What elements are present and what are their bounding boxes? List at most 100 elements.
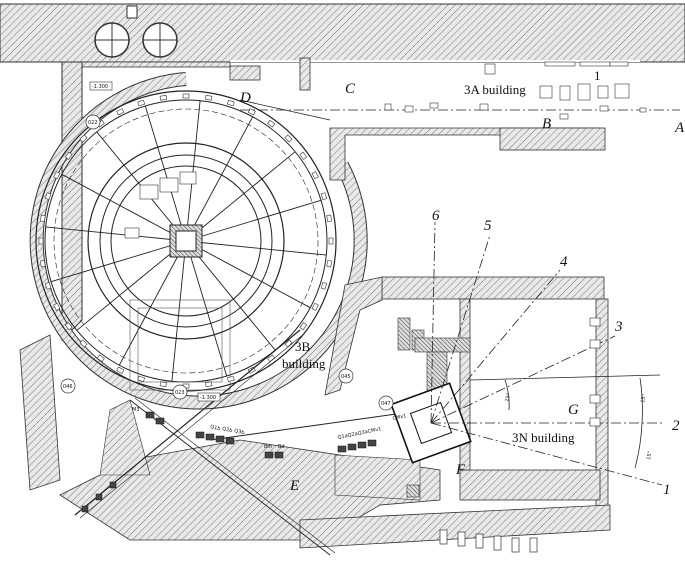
- radial-spoke: [185, 240, 228, 377]
- angle-label-upper: 15°: [640, 393, 648, 403]
- magnet-label-q2a: Q2a: [347, 431, 358, 439]
- accelerator-rings: [35, 90, 337, 392]
- ring-magnet: [226, 375, 235, 383]
- labels: A B C D E F G 3A building 3B building 3N…: [60, 68, 685, 498]
- ring-magnet: [79, 339, 88, 348]
- ring-magnet: [44, 281, 52, 290]
- magnet-label-q1b: Q1b: [210, 424, 221, 432]
- radial-spoke: [185, 151, 296, 242]
- radial-spoke: [185, 100, 201, 242]
- radial-spoke: [45, 226, 187, 242]
- magnet-label-q1a: Q1a: [337, 433, 348, 441]
- magnet-label-cmv1: CMv1: [367, 426, 382, 435]
- zone-label-b: B: [542, 116, 551, 132]
- magnet-label-q3a: Q3a: [357, 429, 368, 437]
- ring-magnet: [64, 151, 73, 160]
- ring-magnet: [311, 302, 319, 311]
- magnet-label-bm: Bm: [264, 444, 272, 450]
- ring-magnet: [205, 95, 213, 101]
- radial-spoke: [185, 240, 327, 256]
- magnet-label-m3: M3: [132, 407, 140, 413]
- building-label-3n: 3N building: [512, 430, 575, 445]
- radial-spoke: [61, 173, 187, 242]
- ring-magnet: [96, 354, 105, 363]
- beamline-number-4: 4: [560, 254, 568, 270]
- room-022: 022: [88, 120, 98, 126]
- magnet-label-q2b: Q2b: [222, 426, 233, 434]
- ring-magnet: [38, 237, 44, 245]
- ring-magnet: [116, 108, 125, 116]
- radial-spoke: [171, 240, 187, 382]
- wall-niches: [589, 317, 601, 427]
- ring-magnet: [159, 381, 167, 387]
- ring-magnet: [44, 192, 52, 201]
- beamline-number-1: 1: [663, 482, 671, 498]
- ring-magnet: [226, 99, 235, 107]
- room-046: 046: [63, 384, 73, 390]
- zone-label-a: A: [674, 120, 685, 136]
- ring-magnet: [326, 214, 332, 222]
- beam-directions: [430, 221, 665, 486]
- outer-walls: [0, 3, 685, 549]
- radial-spoke: [185, 116, 254, 242]
- radial-spoke: [118, 240, 187, 366]
- ring-magnet: [205, 381, 213, 387]
- marker-1: 1: [594, 68, 601, 83]
- radial-spoke: [144, 105, 187, 242]
- zone-label-g: G: [568, 402, 579, 418]
- radial-spoke: [185, 240, 311, 309]
- zone-label-e: E: [289, 478, 299, 494]
- level-mark-top: -1.300: [92, 84, 108, 90]
- ring-magnet: [137, 99, 146, 107]
- beamline-number-3: 3: [614, 319, 623, 335]
- ring-magnet: [328, 237, 334, 245]
- radial-spoke: [50, 240, 187, 283]
- radial-spoke: [76, 240, 187, 331]
- ring-magnet: [284, 339, 293, 348]
- magnet-label-bd: Bd: [278, 444, 285, 450]
- ring-magnet: [299, 322, 308, 331]
- ring-magnet: [182, 93, 190, 99]
- radial-spokes: [45, 100, 327, 382]
- ring-magnet: [159, 95, 167, 101]
- magnet-label-q3b: Q3b: [234, 428, 245, 436]
- ring-magnet: [137, 375, 146, 383]
- ring-magnet: [116, 366, 125, 374]
- radial-spoke: [185, 199, 322, 242]
- building-label-3a: 3A building: [464, 82, 526, 97]
- level-mark-bottom: -1.300: [200, 395, 216, 401]
- ring-magnet: [326, 260, 332, 268]
- beamline-magnets: [81, 411, 377, 513]
- ring-magnet: [320, 281, 328, 290]
- ring-magnet: [40, 214, 46, 222]
- angle-label-lower: 15°: [646, 450, 654, 460]
- room-047: 047: [381, 401, 391, 407]
- ring-magnet: [53, 171, 61, 180]
- ring-magnet: [320, 192, 328, 201]
- ring-magnet: [284, 134, 293, 143]
- ring-magnet: [64, 322, 73, 331]
- zone-label-f: F: [455, 462, 466, 478]
- ring-magnet: [299, 151, 308, 160]
- ring-magnet: [311, 171, 319, 180]
- beamline-number-6: 6: [432, 208, 440, 224]
- corridor-equipment: [384, 61, 647, 120]
- radial-spoke: [185, 240, 276, 351]
- ring-magnet: [267, 119, 276, 128]
- angle-label-inner: 15°: [504, 392, 512, 403]
- magnet-label-cmx1: CMх1: [392, 413, 407, 422]
- building-label-3b-line1: 3B: [295, 339, 311, 354]
- ring-magnet: [79, 134, 88, 143]
- ring-magnet: [40, 260, 46, 268]
- beamline-number-2: 2: [672, 418, 680, 434]
- ring-magnet: [247, 108, 256, 116]
- zone-label-c: C: [345, 81, 356, 97]
- ring-magnet: [53, 302, 61, 311]
- room-045: 045: [341, 374, 351, 380]
- room-023: 023: [175, 390, 185, 396]
- building-label-3b-line2: building: [282, 356, 326, 371]
- beamline-number-5: 5: [484, 218, 492, 234]
- bottom-posts: [439, 529, 538, 553]
